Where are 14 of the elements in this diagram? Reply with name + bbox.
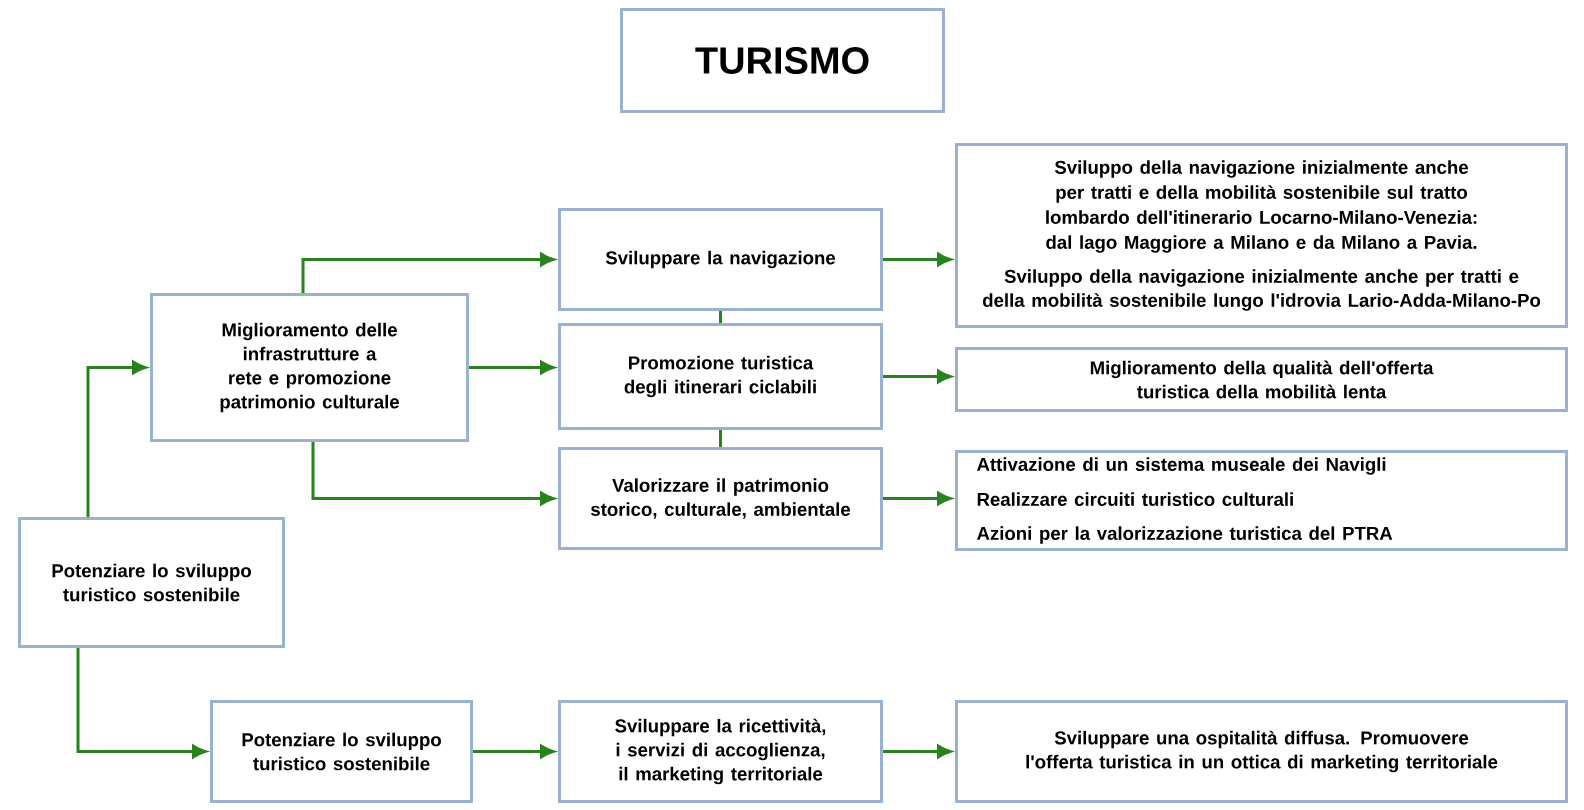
process-box: Miglioramento delle infrastrutture a rete e promozione patrimonio culturale <box>150 293 469 442</box>
process-box: Valorizzare il patrimonio storico, culturale, ambientale <box>558 447 883 550</box>
action-box: Sviluppo della navigazione inizialmente anche per tratti e della mobilità sostenibile sul tratto lombardo dell'itinerario Locarno-Milano-Venezia: dal lago Maggiore a Milano e da Milano a Pavia. Sviluppo della navigazione inizialmente anche per tratti e della mobilità sostenibile lungo l'idrovia Lario-Adda-Milano-Po <box>955 143 1568 328</box>
title-box: TURISMO <box>620 8 945 113</box>
action-box: Attivazione di un sistema museale dei Navigli Realizzare circuiti turistico culturali Azioni per la valorizzazione turistica del PTRA <box>955 450 1568 551</box>
connector-line <box>719 311 722 323</box>
process-box: Potenziare lo sviluppo turistico sostenibile <box>210 700 473 803</box>
action-box: Miglioramento della qualità dell'offerta turistica della mobilità lenta <box>955 347 1568 412</box>
process-box: Sviluppare la ricettività, i servizi di accoglienza, il marketing territoriale <box>558 700 883 803</box>
process-box: Potenziare lo sviluppo turistico sostenibile <box>18 517 285 648</box>
process-box: Sviluppare la navigazione <box>558 208 883 311</box>
action-box: Sviluppare una ospitalità diffusa. Promuovere l'offerta turistica in un ottica di marketing territoriale <box>955 700 1568 803</box>
process-box: Promozione turistica degli itinerari ciclabili <box>558 323 883 430</box>
connector-line <box>719 430 722 447</box>
